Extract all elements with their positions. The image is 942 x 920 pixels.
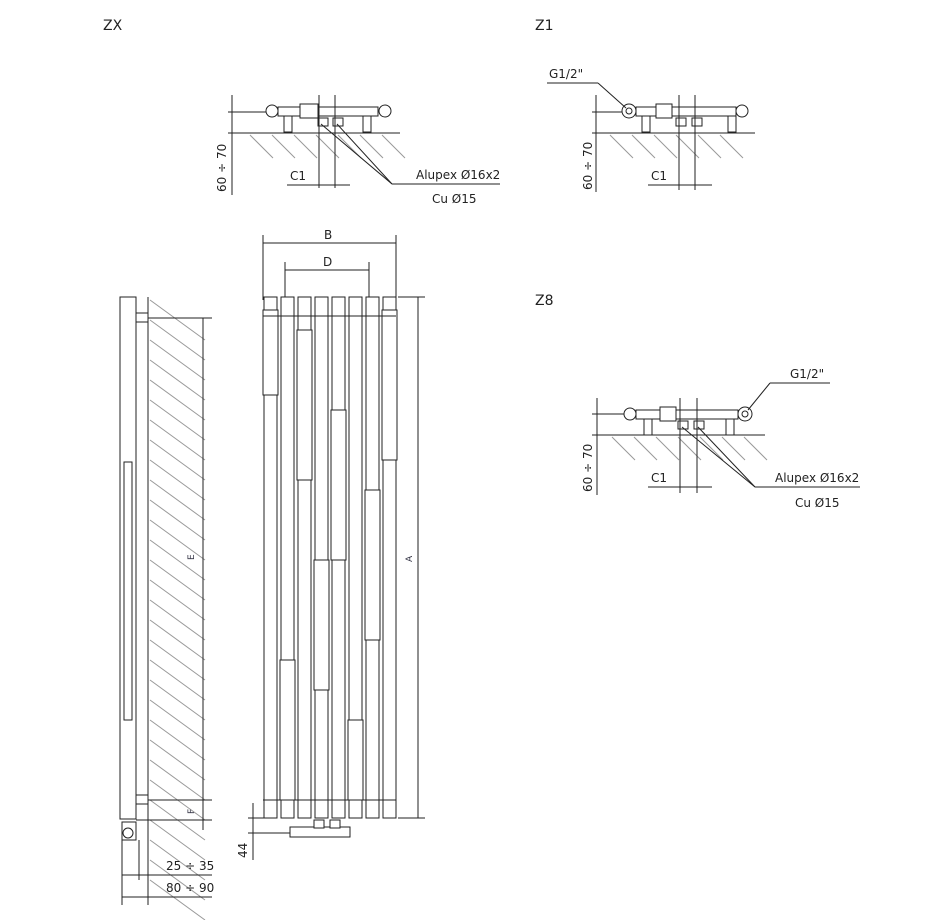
z8-thread-label: G1/2" bbox=[790, 367, 824, 381]
tube-segment bbox=[364, 489, 381, 641]
hatch-line bbox=[149, 479, 206, 521]
wall-gap-dim: 25 ÷ 35 bbox=[166, 859, 214, 873]
z8-detail: G1/2" C1 Alupex Ø16x2 Cu Ø15 60 ÷ 70 bbox=[581, 367, 860, 510]
tube-segment bbox=[330, 409, 347, 561]
hatch-line bbox=[697, 134, 722, 159]
hatch-line bbox=[149, 459, 206, 501]
hatch-line bbox=[149, 759, 206, 801]
hatch-line bbox=[149, 339, 206, 381]
radiator-tube bbox=[314, 296, 329, 819]
dim-d-label: D bbox=[323, 255, 332, 269]
hatch-line bbox=[149, 579, 206, 621]
hatch-line bbox=[631, 134, 656, 159]
dim-44-label: 44 bbox=[236, 843, 250, 858]
hatch-line bbox=[149, 559, 206, 601]
tube-segment bbox=[279, 659, 296, 801]
hatch-line bbox=[149, 639, 206, 681]
radiator-tube bbox=[263, 296, 278, 819]
z8-pipe1-label: Alupex Ø16x2 bbox=[775, 471, 859, 485]
tube-segment bbox=[313, 559, 330, 691]
hatch-line bbox=[743, 436, 768, 461]
hatch-line bbox=[293, 134, 318, 159]
hatch-line bbox=[699, 436, 724, 461]
zx-pipe1-label: Alupex Ø16x2 bbox=[416, 168, 500, 182]
side-view: E F 25 ÷ 35 80 ÷ 90 bbox=[119, 296, 214, 920]
hatch-line bbox=[149, 719, 206, 761]
hatch-line bbox=[271, 134, 296, 159]
tube-segment bbox=[381, 309, 398, 461]
hatch-line bbox=[359, 134, 384, 159]
hatch-line bbox=[609, 134, 634, 159]
z1-thread-label: G1/2" bbox=[549, 67, 583, 81]
z8-c1-label: C1 bbox=[651, 471, 667, 485]
hatch-line bbox=[149, 359, 206, 401]
side-e-label: E bbox=[187, 554, 197, 560]
tube-segment bbox=[347, 719, 364, 801]
hatch-line bbox=[655, 436, 680, 461]
dim-b-label: B bbox=[324, 228, 332, 242]
hatch-line bbox=[149, 739, 206, 781]
depth-dim: 80 ÷ 90 bbox=[166, 881, 214, 895]
z1-detail: G1/2" C1 60 ÷ 70 bbox=[547, 67, 755, 192]
hatch-line bbox=[149, 699, 206, 741]
hatch-line bbox=[149, 519, 206, 561]
side-f-label: F bbox=[187, 809, 197, 814]
hatch-line bbox=[611, 436, 636, 461]
dim-a-label: A bbox=[405, 555, 415, 562]
tube-segment bbox=[262, 309, 279, 396]
hatch-line bbox=[633, 436, 658, 461]
hatch-line bbox=[149, 379, 206, 421]
hatch-line bbox=[149, 539, 206, 581]
hatch-line bbox=[149, 439, 206, 481]
hatch-line bbox=[149, 839, 206, 881]
view-title-z8: Z8 bbox=[535, 293, 554, 309]
radiator-tube bbox=[348, 296, 363, 819]
hatch-line bbox=[149, 499, 206, 541]
hatch-line bbox=[149, 659, 206, 701]
z1-c1-label: C1 bbox=[651, 169, 667, 183]
hatch-line bbox=[149, 419, 206, 461]
hatch-line bbox=[677, 436, 702, 461]
hatch-line bbox=[653, 134, 678, 159]
hatch-line bbox=[149, 679, 206, 721]
hatch-line bbox=[721, 436, 746, 461]
zx-pipe2-label: Cu Ø15 bbox=[432, 192, 477, 206]
hatch-line bbox=[249, 134, 274, 159]
zx-height-dim: 60 ÷ 70 bbox=[215, 144, 229, 192]
front-view: B D A 44 bbox=[236, 228, 425, 860]
view-title-z1: Z1 bbox=[535, 18, 554, 34]
hatch-line bbox=[149, 619, 206, 661]
hatch-line bbox=[149, 399, 206, 441]
hatch-line bbox=[149, 319, 206, 361]
z8-height-dim: 60 ÷ 70 bbox=[581, 444, 595, 492]
hatch-line bbox=[149, 879, 206, 920]
z8-pipe2-label: Cu Ø15 bbox=[795, 496, 840, 510]
hatch-line bbox=[149, 299, 206, 341]
hatch-line bbox=[719, 134, 744, 159]
zx-c1-label: C1 bbox=[290, 169, 306, 183]
view-title-zx: ZX bbox=[103, 18, 123, 34]
tube-segment bbox=[296, 329, 313, 481]
hatch-line bbox=[381, 134, 406, 159]
hatch-line bbox=[149, 819, 206, 861]
zx-detail: C1 Alupex Ø16x2 Cu Ø15 60 ÷ 70 bbox=[215, 95, 500, 206]
z1-height-dim: 60 ÷ 70 bbox=[581, 142, 595, 190]
hatch-line bbox=[149, 859, 206, 901]
hatch-line bbox=[149, 599, 206, 641]
